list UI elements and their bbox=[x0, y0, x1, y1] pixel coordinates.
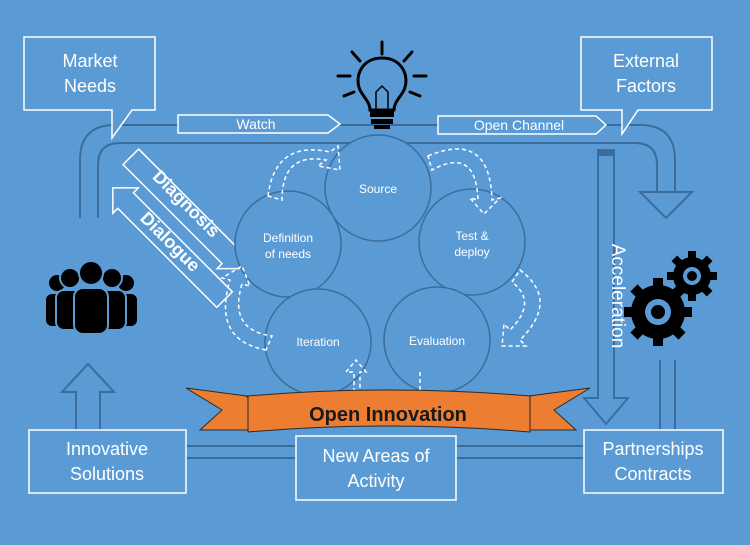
bottom-pipe-left bbox=[186, 445, 296, 459]
banner-label: Open Innovation bbox=[309, 404, 467, 426]
cycle-test-line2: deploy bbox=[454, 245, 489, 259]
market-needs-box: Market Needs bbox=[23, 36, 156, 141]
innovative-solutions-line2: Solutions bbox=[70, 464, 144, 484]
cycle-source-circle bbox=[324, 134, 432, 242]
acceleration-arrow: Acceleration bbox=[581, 149, 631, 426]
innovative-solutions-box: Innovative Solutions bbox=[28, 429, 187, 494]
watch-arrow-shape bbox=[177, 114, 342, 134]
watch-label: Watch bbox=[236, 116, 275, 132]
cycle-test-line1: Test & bbox=[455, 229, 488, 243]
banner-center bbox=[247, 389, 531, 433]
partnerships-contracts-line1: Partnerships bbox=[602, 439, 703, 459]
market-needs-callout bbox=[23, 36, 156, 141]
dashed-arrow-to-definition bbox=[220, 264, 274, 351]
acceleration-arrow-shape bbox=[581, 149, 631, 426]
innovative-solutions-line1: Innovative bbox=[66, 439, 148, 459]
lightbulb-icon bbox=[336, 40, 428, 129]
cycle-definition-line1: Definition bbox=[263, 231, 313, 245]
new-areas-rect bbox=[295, 435, 457, 501]
dashed-arrow-to-iteration bbox=[344, 358, 421, 392]
dialogue-arrow-shape bbox=[112, 187, 234, 309]
right-connector bbox=[659, 360, 676, 430]
innovative-solutions-rect bbox=[28, 429, 187, 494]
watch-arrow: Watch bbox=[177, 114, 342, 134]
dashed-arrow-to-test bbox=[427, 148, 503, 216]
external-factors-callout bbox=[580, 36, 713, 137]
cycle-evaluation-label: Evaluation bbox=[409, 334, 465, 348]
cycle-test-deploy-circle bbox=[418, 188, 526, 296]
dashed-arrow-to-evaluation bbox=[501, 268, 541, 347]
cycle-iteration-label: Iteration bbox=[296, 335, 339, 349]
partnerships-contracts-box: Partnerships Contracts bbox=[583, 429, 724, 494]
open-innovation-banner bbox=[185, 387, 591, 433]
external-factors-line1: External bbox=[613, 51, 679, 71]
dialogue-arrow bbox=[112, 187, 234, 309]
acceleration-label: Acceleration bbox=[607, 244, 628, 349]
open-channel-arrow: Open Channel bbox=[437, 115, 608, 135]
open-channel-arrow-shape bbox=[437, 115, 608, 135]
left-up-arrow bbox=[59, 362, 117, 431]
bottom-pipe-right bbox=[456, 445, 584, 459]
cycle-dashed-arrows bbox=[220, 144, 541, 392]
external-factors-box: External Factors bbox=[580, 36, 713, 137]
gears-icon bbox=[624, 251, 717, 346]
right-down-arrowhead bbox=[637, 191, 695, 220]
partnerships-contracts-rect bbox=[583, 429, 724, 494]
open-channel-label: Open Channel bbox=[474, 117, 564, 133]
acceleration-arrow-cap bbox=[598, 150, 614, 156]
cycle-definition-line2: of needs bbox=[265, 247, 311, 261]
cycle-source-label: Source bbox=[359, 182, 397, 196]
innovation-cycle bbox=[234, 134, 526, 396]
external-factors-line2: Factors bbox=[616, 76, 676, 96]
new-areas-line1: New Areas of bbox=[322, 446, 430, 466]
market-needs-line2: Needs bbox=[64, 76, 116, 96]
new-areas-line2: Activity bbox=[347, 471, 404, 491]
partnerships-contracts-line2: Contracts bbox=[614, 464, 691, 484]
market-needs-line1: Market bbox=[62, 51, 117, 71]
people-icon bbox=[46, 260, 137, 335]
cycle-definition-circle bbox=[234, 190, 342, 298]
small-gear bbox=[667, 251, 717, 301]
large-gear bbox=[624, 278, 692, 346]
new-areas-box: New Areas of Activity bbox=[295, 435, 457, 501]
